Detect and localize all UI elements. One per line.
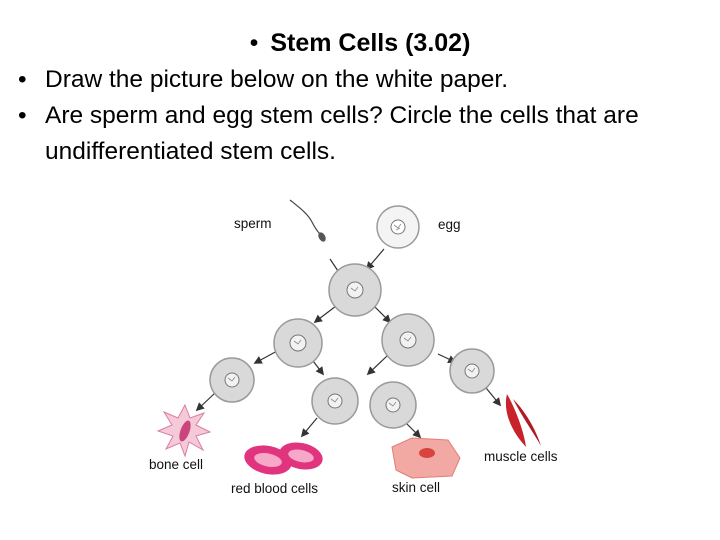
label-sperm: sperm xyxy=(234,216,272,231)
label-egg: egg xyxy=(438,217,461,232)
bullet-item: • Draw the picture below on the white pa… xyxy=(18,62,708,98)
bullet-text: Are sperm and egg stem cells? Circle the… xyxy=(45,102,639,165)
stem-cell-diagram: sperm egg bone cell red blood cells skin… xyxy=(149,199,558,496)
egg-cell xyxy=(376,205,420,249)
red-blood-cells xyxy=(244,442,323,475)
muscle-cells xyxy=(505,394,541,447)
label-bone-cell: bone cell xyxy=(149,457,203,472)
bullet-text: Draw the picture below on the white pape… xyxy=(45,66,509,93)
stem-cell-zygote xyxy=(328,263,382,317)
stem-cell-bottom-center-right xyxy=(369,381,417,429)
title-text: Stem Cells (3.02) xyxy=(270,29,471,57)
sperm-cell xyxy=(289,199,326,242)
bullet-dot: • xyxy=(18,66,27,93)
label-skin-cell: skin cell xyxy=(392,480,440,495)
stem-cell-bottom-right xyxy=(449,348,495,394)
skin-cell xyxy=(391,437,461,479)
stem-cell-right xyxy=(381,313,435,367)
label-red-blood-cells: red blood cells xyxy=(231,481,318,496)
bone-cell xyxy=(156,403,212,458)
stem-cell-bottom-center-left xyxy=(311,377,359,425)
bullet-dot: • xyxy=(18,102,27,129)
stem-cell-left xyxy=(273,318,323,368)
bullet-list: • Draw the picture below on the white pa… xyxy=(18,62,708,170)
bullet-item: • Are sperm and egg stem cells? Circle t… xyxy=(18,98,708,170)
stem-cell-bottom-left xyxy=(209,357,255,403)
label-muscle-cells: muscle cells xyxy=(484,449,558,464)
slide-title: • Stem Cells (3.02) xyxy=(0,26,720,60)
title-bullet: • xyxy=(249,29,259,57)
